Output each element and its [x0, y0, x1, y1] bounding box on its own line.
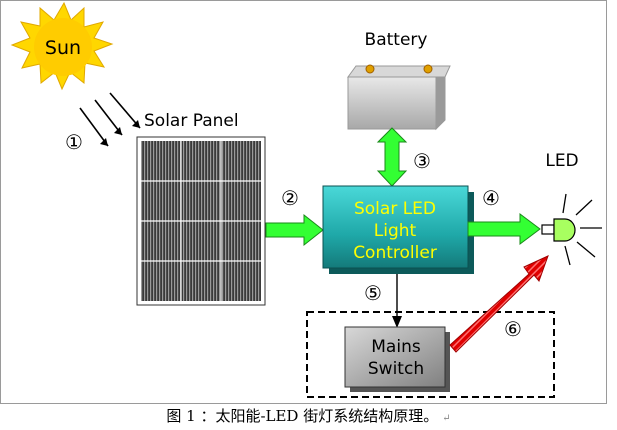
- sun-icon: Sun: [10, 1, 114, 91]
- battery-icon: [347, 64, 451, 131]
- panel-controller-arrow: [265, 213, 324, 247]
- caption-text: 图 1 ：太阳能-LED 街灯系统结构原理。: [166, 407, 439, 425]
- sunlight-arrows: [79, 92, 141, 147]
- led-label: LED: [545, 151, 578, 171]
- controller-switch-arrow: [392, 274, 402, 328]
- marker-5: ⑤: [364, 281, 382, 305]
- controller-label-line3: Controller: [353, 243, 437, 263]
- controller-led-arrow: [467, 213, 541, 245]
- controller-label-line2: Light: [374, 221, 417, 241]
- mains-label-line2: Switch: [368, 359, 424, 379]
- solar-panel-label: Solar Panel: [144, 111, 239, 131]
- marker-2: ②: [281, 186, 299, 210]
- marker-3: ③: [413, 149, 431, 173]
- marker-1: ①: [65, 130, 83, 154]
- marker-4: ④: [482, 186, 500, 210]
- controller-label-line1: Solar LED: [354, 199, 436, 219]
- diagram-frame: [0, 0, 607, 404]
- mains-label-line1: Mains: [371, 337, 421, 357]
- battery-label: Battery: [365, 30, 428, 50]
- caption-return-mark: ↵: [442, 413, 451, 424]
- battery-controller-arrow: [376, 127, 408, 187]
- mains-enclosure: [306, 311, 555, 398]
- marker-6: ⑥: [504, 317, 522, 341]
- switch-led-arrow: [449, 255, 549, 353]
- sun-label: Sun: [45, 37, 81, 59]
- figure-caption: 图 1 ：太阳能-LED 街灯系统结构原理。↵: [0, 405, 617, 426]
- solar-panel-icon: [136, 136, 266, 306]
- solar-led-controller: Solar LED Light Controller: [322, 185, 474, 274]
- led-icon: [541, 193, 602, 266]
- mains-switch: Mains Switch: [344, 326, 450, 392]
